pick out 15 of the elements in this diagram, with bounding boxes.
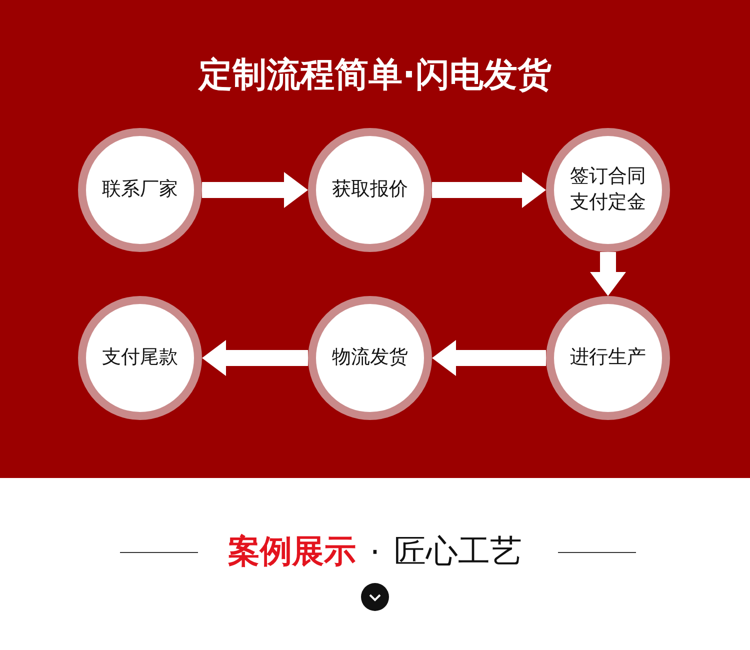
- step-label: 物流发货: [331, 345, 409, 370]
- section-heading: 匠心工艺: [394, 531, 522, 572]
- arrow: [432, 340, 546, 376]
- step-label: 支付尾款: [101, 345, 179, 370]
- arrow: [202, 172, 308, 208]
- title: 定制流程简单·闪电发货: [196, 54, 552, 97]
- arrow: [202, 340, 308, 376]
- step-label: 获取报价: [331, 177, 409, 202]
- arrow: [590, 252, 626, 296]
- section-heading: ·: [370, 533, 380, 571]
- step-label: 联系厂家: [101, 177, 179, 202]
- step-label: 进行生产: [569, 345, 647, 370]
- section-heading: 案例展示: [228, 531, 356, 572]
- arrow: [432, 172, 546, 208]
- step-label: 签订合同支付定金: [569, 164, 647, 215]
